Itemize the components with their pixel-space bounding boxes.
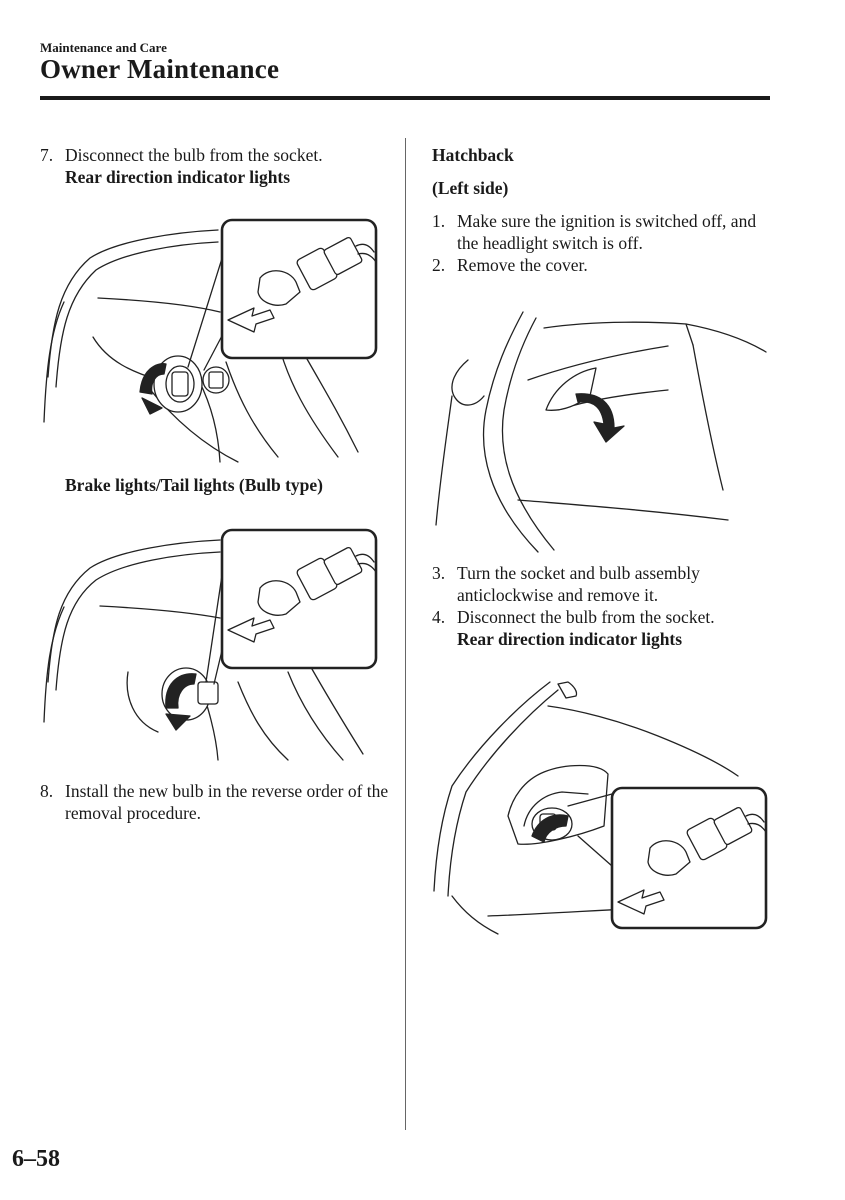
step-number: 2. <box>432 255 446 275</box>
figure-remove-cover <box>435 311 767 553</box>
page-number: 6–58 <box>12 1146 60 1172</box>
step-1: 1. Make sure the ignition is switched of… <box>432 210 772 254</box>
subheading-left-side: (Left side) <box>432 178 509 198</box>
step-4: 4. Disconnect the bulb from the socket. <box>432 606 772 628</box>
step-number: 4. <box>432 607 446 627</box>
step-number: 8. <box>40 781 54 801</box>
figure-caption-rear-indicator: Rear direction indicator lights <box>65 167 291 187</box>
figure-brake-tail-bulb <box>43 528 378 761</box>
step-text: Remove the cover. <box>457 255 588 275</box>
step-number: 7. <box>40 145 54 165</box>
heading-hatchback: Hatchback <box>432 145 514 165</box>
step-number: 1. <box>432 211 446 231</box>
title-rule <box>40 96 770 100</box>
step-8: 8. Install the new bulb in the reverse o… <box>40 780 390 824</box>
step-2: 2. Remove the cover. <box>432 254 772 276</box>
figure-rear-indicator-bulb <box>43 218 378 463</box>
step-text: Disconnect the bulb from the socket. <box>65 145 323 165</box>
step-7: 7. Disconnect the bulb from the socket. <box>40 144 390 166</box>
step-number: 3. <box>432 563 446 583</box>
step-text: Turn the socket and bulb assembly anticl… <box>457 563 700 605</box>
figure-caption-rear-indicator-hatchback: Rear direction indicator lights <box>457 629 683 649</box>
figure-rear-indicator-hatchback <box>433 681 768 935</box>
step-3: 3. Turn the socket and bulb assembly ant… <box>432 562 772 606</box>
column-divider <box>405 138 406 1130</box>
page-title: Owner Maintenance <box>40 54 280 84</box>
section-label: Maintenance and Care <box>40 40 167 55</box>
figure-caption-brake-tail: Brake lights/Tail lights (Bulb type) <box>65 475 324 495</box>
step-text: Make sure the ignition is switched off, … <box>457 211 757 253</box>
step-text: Install the new bulb in the reverse orde… <box>65 781 389 823</box>
step-text: Disconnect the bulb from the socket. <box>457 607 715 627</box>
